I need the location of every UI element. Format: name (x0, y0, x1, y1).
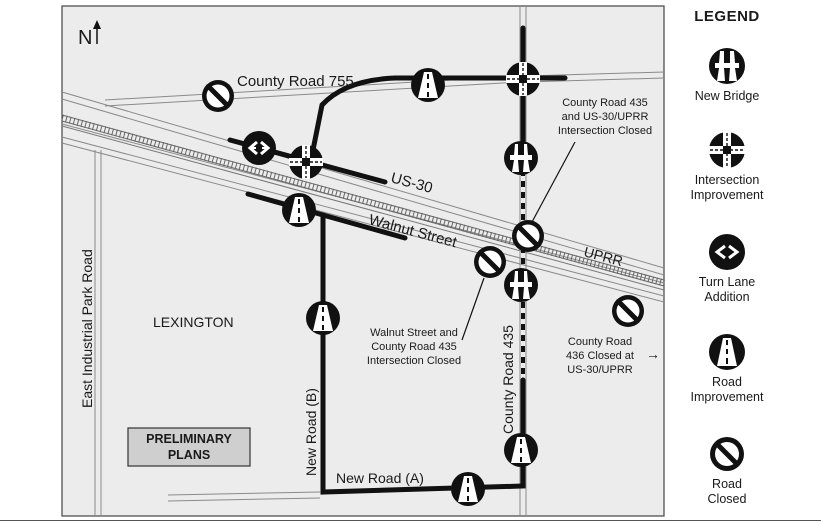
road-improvement-icon (305, 300, 341, 336)
road-closed-icon (512, 220, 544, 252)
road-closed-icon (612, 295, 644, 327)
intersection-improvement-icon (709, 132, 745, 168)
north-arrow: N (78, 20, 101, 49)
road-improvement-icon (410, 67, 446, 103)
callout-cr435-closed: County Road 435 and US-30/UPRR Intersect… (558, 97, 652, 137)
label-county-road-435: County Road 435 (500, 325, 516, 434)
road-improvement-icon (281, 192, 317, 228)
new-bridge-icon (504, 268, 538, 302)
existing-roads (61, 6, 665, 516)
label-new-road-b: New Road (B) (303, 388, 319, 476)
road-improvement-icon (709, 334, 745, 370)
road-closed-icon (202, 80, 234, 112)
svg-text:County Road 435: County Road 435 (562, 97, 648, 109)
bottom-rule (0, 520, 821, 521)
label-east-industrial-park-road: East Industrial Park Road (79, 249, 95, 408)
svg-text:Intersection Closed: Intersection Closed (367, 355, 461, 367)
road-closed-icon (474, 246, 506, 278)
uprr-railroad (61, 114, 665, 291)
north-label: N (78, 27, 92, 49)
project-map: N County Road 755 US-30 Walnut Street UP… (61, 5, 665, 517)
road-improvement-icon (450, 471, 486, 507)
svg-text:PRELIMINARY: PRELIMINARY (146, 432, 232, 446)
svg-text:Intersection Closed: Intersection Closed (558, 125, 652, 137)
label-county-road-755: County Road 755 (237, 73, 354, 90)
svg-text:County Road: County Road (568, 336, 632, 348)
road-improvement-icon (503, 432, 539, 468)
legend-item-new-bridge: New Bridge (672, 46, 782, 104)
svg-text:County Road 435: County Road 435 (371, 341, 457, 353)
label-new-road-a: New Road (A) (336, 470, 424, 486)
turn-lane-addition-icon (240, 129, 278, 167)
intersection-improvement-icon (505, 61, 541, 97)
legend-title: LEGEND (694, 8, 760, 25)
callout-arrow: → (646, 346, 660, 362)
callout-cr436-closed: County Road 436 Closed at US-30/UPRR (566, 336, 634, 376)
callout-leaders (461, 141, 576, 341)
new-bridge-icon (504, 141, 538, 175)
label-lexington: LEXINGTON (153, 314, 234, 330)
legend-label-new-bridge: New Bridge (694, 89, 760, 103)
preliminary-plans-stamp: PRELIMINARY PLANS (127, 427, 251, 467)
svg-text:and US-30/UPRR: and US-30/UPRR (562, 111, 649, 123)
road-closed-icon (710, 437, 744, 471)
svg-text:PLANS: PLANS (168, 448, 210, 462)
turn-lane-addition-icon (709, 234, 745, 270)
intersection-improvement-icon (288, 144, 324, 180)
svg-text:436 Closed at: 436 Closed at (566, 350, 634, 362)
new-bridge-icon (709, 48, 745, 84)
svg-text:Walnut Street and: Walnut Street and (370, 327, 458, 339)
callout-walnut-closed: Walnut Street and County Road 435 Inters… (367, 327, 461, 367)
svg-text:US-30/UPRR: US-30/UPRR (567, 364, 632, 376)
